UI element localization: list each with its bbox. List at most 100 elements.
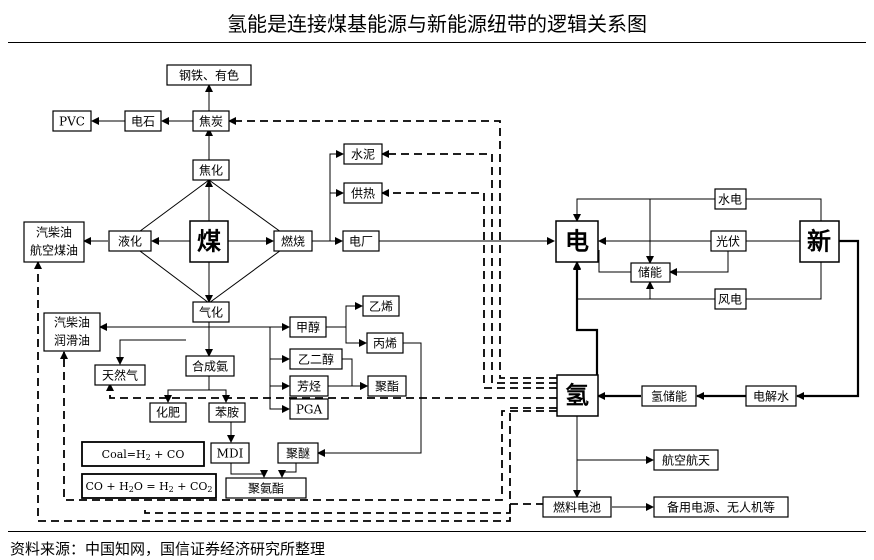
edge-new-wind — [746, 262, 822, 300]
edge-liquefaction-gasification — [127, 241, 210, 304]
node-fuel-cell: 燃料电池 — [542, 496, 612, 518]
edge-methanol-ethylene — [326, 302, 363, 328]
svg-text:水泥: 水泥 — [351, 148, 375, 162]
node-storage: 储能 — [630, 262, 671, 283]
node-coking: 焦化 — [192, 159, 230, 181]
dash-hydrogen-fueloil — [34, 261, 557, 522]
svg-text:PGA: PGA — [296, 403, 323, 417]
node-polyether: 聚醚 — [277, 442, 319, 464]
dash-hydrogen-naturalgas — [106, 383, 557, 399]
svg-text:PVC: PVC — [59, 115, 85, 129]
edge-ammonia-aniline — [209, 389, 230, 403]
svg-text:电石: 电石 — [131, 115, 155, 129]
svg-text:煤: 煤 — [197, 227, 221, 256]
svg-text:CO + H2O = H2 + CO2: CO + H2O = H2 + CO2 — [85, 480, 212, 494]
svg-text:Coal=H2 + CO: Coal=H2 + CO — [102, 448, 185, 462]
svg-text:光伏: 光伏 — [716, 235, 740, 249]
node-propylene: 丙烯 — [366, 332, 404, 354]
svg-text:供热: 供热 — [351, 187, 375, 201]
node-hydrogen: 氢 — [556, 374, 599, 417]
node-pvc: PVC — [52, 110, 92, 132]
svg-text:润滑油: 润滑油 — [54, 334, 90, 348]
svg-text:芳烃: 芳烃 — [297, 380, 321, 394]
svg-text:聚氨酯: 聚氨酯 — [248, 482, 284, 496]
svg-text:燃烧: 燃烧 — [281, 234, 305, 249]
edge-gasification-pga — [269, 327, 290, 413]
node-fuel-oil: 汽柴油 航空煤油 — [23, 221, 85, 263]
svg-text:乙二醇: 乙二醇 — [298, 352, 334, 367]
svg-text:电解水: 电解水 — [753, 390, 789, 404]
node-power-plant: 电厂 — [342, 230, 380, 252]
node-backup-power: 备用电源、无人机等 — [653, 496, 789, 518]
edge-coking-combustion — [208, 179, 293, 241]
edge-to-natural-gas — [116, 339, 186, 365]
svg-text:钢铁、有色: 钢铁、有色 — [179, 69, 239, 83]
svg-text:液化: 液化 — [118, 234, 142, 249]
edge-solar-storage — [669, 250, 729, 276]
edge-hydrogen-electricity — [573, 261, 599, 376]
svg-text:聚醚: 聚醚 — [286, 447, 310, 461]
svg-text:化肥: 化肥 — [156, 406, 180, 420]
top-divider — [8, 42, 866, 43]
node-coal: 煤 — [189, 220, 229, 263]
node-h2-storage: 氢储能 — [641, 385, 697, 407]
svg-text:甲醇: 甲醇 — [296, 320, 320, 335]
svg-text:天然气: 天然气 — [102, 368, 138, 383]
edge-methanol-propylene — [345, 327, 367, 347]
node-new-energy: 新 — [799, 220, 840, 263]
svg-text:焦炭: 焦炭 — [199, 115, 223, 129]
edge-combustion-cement — [329, 150, 344, 241]
svg-text:焦化: 焦化 — [199, 164, 223, 178]
edge-coking-liquefaction — [127, 179, 210, 241]
dash-fuelcell-link — [144, 503, 557, 514]
node-cement: 水泥 — [343, 143, 383, 165]
dash-hydrogen-lubeoil — [60, 351, 557, 501]
node-coke: 焦炭 — [192, 110, 230, 132]
node-ethylene-glycol: 乙二醇 — [289, 348, 343, 370]
svg-text:MDI: MDI — [217, 447, 244, 461]
node-heating: 供热 — [343, 182, 383, 204]
svg-text:储能: 储能 — [638, 265, 662, 280]
edge-ammonia-fertilizer — [164, 375, 210, 403]
node-gasification: 气化 — [192, 301, 230, 323]
svg-text:备用电源、无人机等: 备用电源、无人机等 — [667, 501, 775, 515]
bold-edges — [573, 239, 860, 400]
svg-text:气化: 气化 — [199, 305, 223, 320]
node-mdi: MDI — [210, 442, 250, 464]
svg-text:聚酯: 聚酯 — [375, 380, 399, 394]
node-hydro: 水电 — [714, 188, 747, 210]
edge-combustion-gasification — [208, 241, 293, 304]
node-solar: 光伏 — [710, 230, 747, 252]
source-note: 资料来源：中国知网，国信证券经济研究所整理 — [10, 540, 326, 558]
svg-text:合成氨: 合成氨 — [192, 359, 228, 374]
edge-mdi-polyurethane — [230, 463, 268, 478]
svg-text:乙烯: 乙烯 — [369, 300, 393, 314]
node-electrolysis: 电解水 — [745, 385, 797, 407]
formula-coal-gas: Coal=H2 + CO — [81, 441, 205, 467]
node-methanol: 甲醇 — [289, 316, 327, 338]
dashed-edges — [34, 117, 557, 522]
svg-text:汽柴油: 汽柴油 — [54, 315, 90, 330]
node-calcium-carbide: 电石 — [124, 110, 162, 132]
node-pga: PGA — [289, 398, 329, 420]
svg-text:水电: 水电 — [718, 193, 742, 207]
svg-text:新: 新 — [807, 227, 831, 256]
svg-text:燃料电池: 燃料电池 — [553, 500, 601, 515]
edge-hydro-electricity — [573, 198, 715, 222]
node-synthetic-ammonia: 合成氨 — [185, 355, 235, 377]
svg-text:氢储能: 氢储能 — [651, 389, 687, 404]
node-wind: 风电 — [714, 288, 747, 310]
node-liquefaction: 液化 — [108, 230, 152, 252]
svg-text:电: 电 — [565, 227, 589, 256]
svg-text:风电: 风电 — [718, 293, 742, 307]
svg-text:苯胺: 苯胺 — [215, 406, 239, 420]
node-fertilizer: 化肥 — [149, 402, 187, 423]
edge-new-electrolysis — [796, 239, 860, 400]
formula-water-gas: CO + H2O = H2 + CO2 — [81, 473, 217, 499]
edge-polyether-polyurethane — [278, 463, 297, 478]
node-polyurethane: 聚氨酯 — [225, 477, 307, 499]
svg-text:氢: 氢 — [565, 381, 589, 410]
node-aniline: 苯胺 — [208, 402, 246, 423]
node-polyester: 聚酯 — [367, 375, 407, 397]
